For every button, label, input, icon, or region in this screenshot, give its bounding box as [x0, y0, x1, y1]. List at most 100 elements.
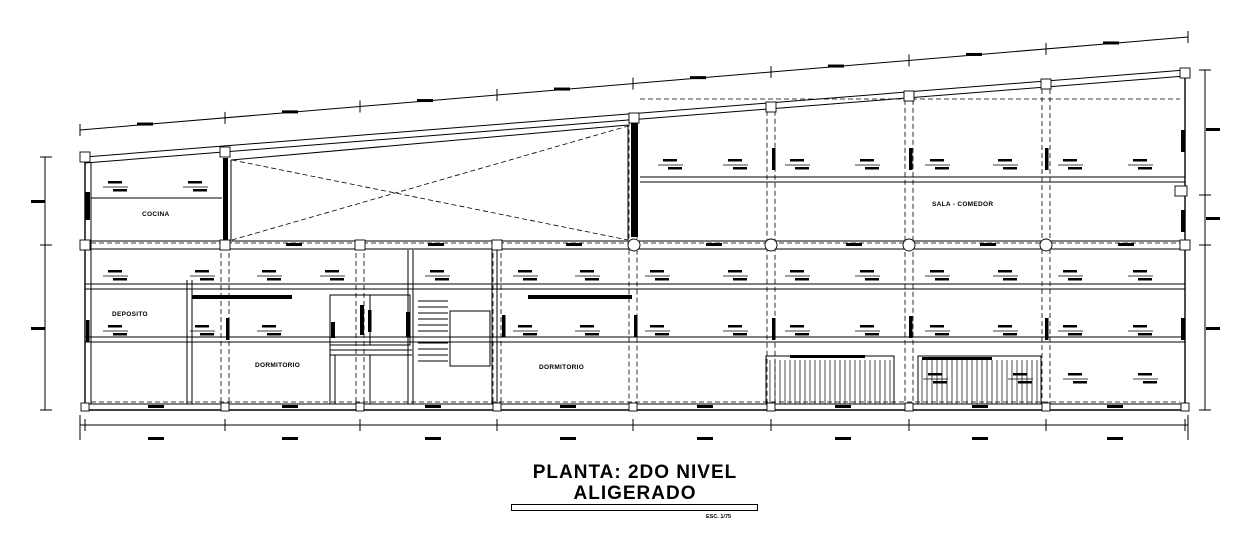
column	[1041, 402, 1051, 412]
joist-mark	[1068, 167, 1082, 170]
bath-mark	[360, 305, 364, 335]
wall-mark	[772, 318, 776, 340]
joist-mark	[1138, 167, 1152, 170]
beam-mark	[528, 295, 632, 299]
joist-mark	[1138, 373, 1152, 376]
joist-mark	[998, 270, 1012, 273]
joist-mark	[795, 333, 809, 336]
joist-mark	[585, 333, 599, 336]
joist-mark	[865, 333, 879, 336]
joist-mark	[663, 159, 677, 162]
joist-mark	[195, 325, 209, 328]
joist-mark	[1063, 325, 1077, 328]
joist-mark	[795, 278, 809, 281]
joist-mark	[108, 181, 122, 184]
beam-marks	[31, 41, 1220, 440]
joist-mark	[860, 159, 874, 162]
joist-mark	[267, 278, 281, 281]
joist-mark	[998, 159, 1012, 162]
joist-mark	[733, 333, 747, 336]
beam-mark-bottom	[560, 405, 576, 408]
joist-mark	[430, 270, 444, 273]
joist-mark	[860, 270, 874, 273]
beam-mark-bottom	[425, 405, 441, 408]
beam-mark	[192, 295, 292, 299]
dimension-mark	[282, 110, 298, 114]
dimension-mark	[1107, 437, 1123, 440]
kitchen-mark	[85, 192, 90, 220]
dimension-mark	[425, 437, 441, 440]
wall-mark	[634, 315, 638, 337]
joist-mark	[1143, 381, 1157, 384]
joist-mark	[262, 270, 276, 273]
joist-mark	[435, 278, 449, 281]
drawing-subtitle: ALIGERADO	[573, 483, 697, 504]
wall-mark	[1045, 148, 1049, 170]
beam-mark-bottom	[697, 405, 713, 408]
joist-mark	[200, 333, 214, 336]
joist-mark	[580, 325, 594, 328]
joist-mark	[668, 167, 682, 170]
dimension-mark	[560, 437, 576, 440]
joist-mark	[108, 325, 122, 328]
joist-mark	[930, 325, 944, 328]
columns	[79, 67, 1191, 412]
joist-mark	[930, 159, 944, 162]
joist-mark	[200, 278, 214, 281]
beam-mark-bottom	[835, 405, 851, 408]
wall-mark	[909, 148, 913, 170]
beam-mark-axis	[980, 243, 996, 246]
joist-mark	[650, 325, 664, 328]
joist-mark	[1068, 333, 1082, 336]
joist-mark	[1133, 270, 1147, 273]
joist-mark	[108, 270, 122, 273]
joist-mark	[195, 270, 209, 273]
wall-mark	[368, 310, 372, 332]
joist-mark	[790, 270, 804, 273]
joist-mark	[790, 159, 804, 162]
joist-mark	[325, 270, 339, 273]
joist-mark	[998, 325, 1012, 328]
joist-mark	[113, 333, 127, 336]
bath-mark	[331, 322, 335, 338]
column	[904, 402, 914, 412]
wall-mark	[772, 148, 776, 170]
void-diagonal-2	[231, 159, 629, 241]
joist-mark	[267, 333, 281, 336]
hatched-area-2	[917, 355, 1042, 405]
dimension-mark	[697, 437, 713, 440]
joist-mark	[113, 278, 127, 281]
joist-mark	[860, 325, 874, 328]
dimension-mark	[835, 437, 851, 440]
joist-mark	[1068, 373, 1082, 376]
beam-mark-bottom	[282, 405, 298, 408]
joist-mark	[1003, 167, 1017, 170]
dimension-mark	[137, 122, 153, 126]
beam-mark-axis	[428, 243, 444, 246]
joist-mark	[1063, 159, 1077, 162]
joist-mark	[930, 270, 944, 273]
joist-mark	[330, 278, 344, 281]
column	[628, 112, 640, 124]
joist-mark	[650, 270, 664, 273]
wall-mark	[909, 316, 913, 338]
room-label-deposito: DEPOSITO	[112, 311, 148, 318]
wall-mark	[502, 315, 506, 337]
void-edge-top	[230, 124, 629, 161]
void-partition	[631, 122, 638, 237]
beam-mark-axis	[706, 243, 722, 246]
dimension-mark	[31, 200, 45, 203]
joist-mark	[865, 278, 879, 281]
joist-mark	[790, 325, 804, 328]
joist-mark	[1073, 381, 1087, 384]
joist-mark	[1003, 333, 1017, 336]
beam-mark-bottom	[148, 405, 164, 408]
joist-mark	[1068, 278, 1082, 281]
round-column	[627, 238, 641, 252]
dimension-mark	[690, 76, 706, 80]
bath-mark	[406, 312, 410, 337]
joist-mark	[518, 325, 532, 328]
stair-landing	[449, 310, 491, 367]
joist-mark	[585, 278, 599, 281]
wall-mark	[1045, 318, 1049, 340]
